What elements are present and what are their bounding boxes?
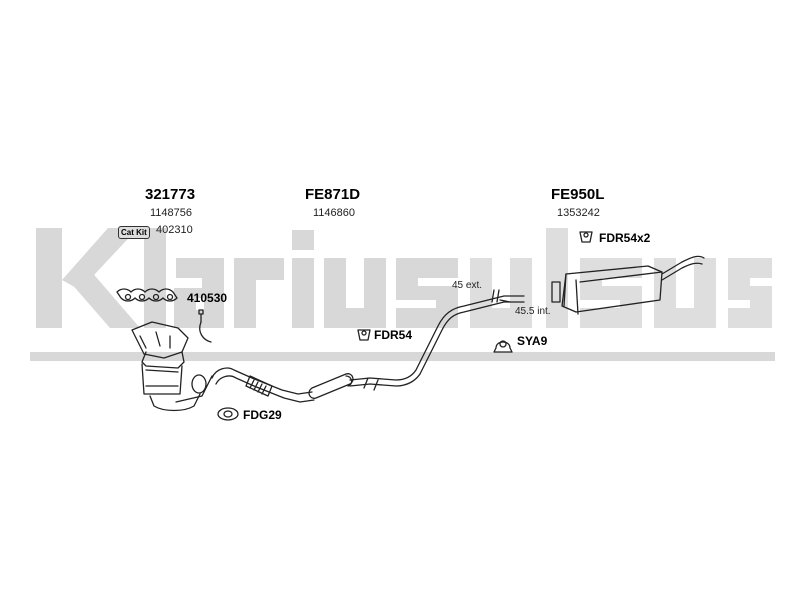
gasket-icon — [217, 407, 239, 421]
rubber-mount-pair-icon — [579, 231, 593, 243]
group-number-1: 1148756 — [150, 207, 193, 219]
catkit-number: 402310 — [156, 224, 193, 236]
group-code-1: 321773 — [145, 186, 196, 203]
joint-marks-icon — [491, 289, 511, 303]
mid-pipe-icon — [349, 295, 525, 391]
lambda-sensor-icon — [198, 309, 212, 343]
front-mount-label: FDR54 — [374, 328, 413, 342]
catkit-badge: Cat Kit — [118, 226, 150, 239]
rubber-mount-icon — [357, 329, 371, 341]
rear-silencer-icon — [551, 255, 705, 315]
group-code-2: FE871D — [305, 186, 361, 203]
manifold-gasket-label: 410530 — [187, 291, 228, 305]
group-code-3: FE950L — [551, 186, 605, 203]
flange-gasket-label: FDG29 — [243, 408, 282, 422]
group-number-2: 1146860 — [313, 207, 356, 219]
catalytic-converter-icon — [131, 321, 213, 412]
manifold-gasket-icon — [116, 288, 178, 302]
center-silencer-icon — [308, 373, 354, 399]
group-number-3: 1353242 — [557, 207, 600, 219]
dim-ext-label: 45 ext. — [452, 280, 483, 291]
clamp-icon — [493, 340, 513, 353]
rear-mounts-label: FDR54x2 — [599, 231, 651, 245]
flange-ring-icon — [191, 374, 207, 394]
dim-int-label: 45.5 int. — [515, 306, 551, 317]
front-pipe-icon — [211, 367, 315, 403]
clamp-label: SYA9 — [517, 334, 548, 348]
